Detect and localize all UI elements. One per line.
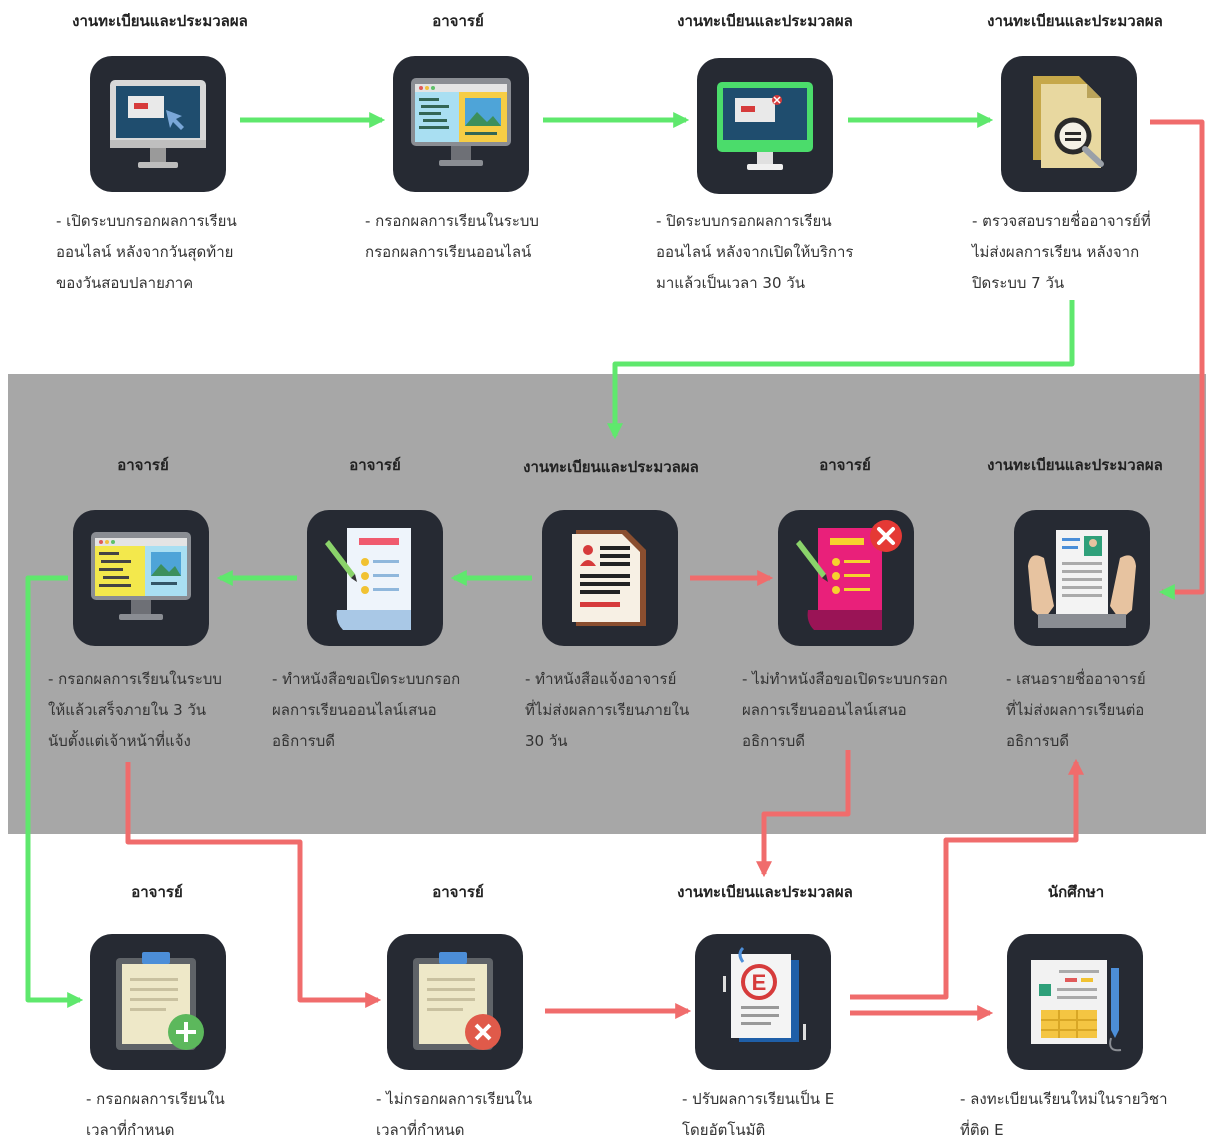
step12-description: - ปรับผลการเรียนเป็น E โดยอัตโนมัติ <box>682 1090 835 1139</box>
step1-description: - เปิดระบบกรอกผลการเรียน ออนไลน์ หลังจาก… <box>56 212 237 292</box>
grade-e-document-icon: E <box>723 946 806 1042</box>
step6-description: - ทำหนังสือขอเปิดระบบกรอก ผลการเรียนออนไ… <box>272 670 461 750</box>
step3-description: - ปิดระบบกรอกผลการเรียน ออนไลน์ หลังจากเ… <box>656 212 854 292</box>
svg-text:E: E <box>752 970 767 995</box>
step4-description: - ตรวจสอบรายชื่ออาจารย์ที่ ไม่ส่งผลการเร… <box>972 212 1151 292</box>
registration-form-icon <box>1031 960 1122 1052</box>
step5-role: อาจารย์ <box>117 456 169 474</box>
step8-description: - ไม่ทำหนังสือขอเปิดระบบกรอก ผลการเรียนอ… <box>742 670 948 750</box>
arrow-norequest-to-grade-e <box>755 750 851 878</box>
step5-description: - กรอกผลการเรียนในระบบ ให้แล้วเสร็จภายใน… <box>48 670 222 750</box>
arrow-fill-to-late <box>125 762 382 1009</box>
step3-tile <box>697 58 833 194</box>
step13-description: - ลงทะเบียนเรียนใหม่ในรายวิชา ที่ติด E <box>960 1090 1168 1139</box>
step7-role: งานทะเบียนและประมวลผล <box>523 458 699 476</box>
step13-tile <box>1007 934 1143 1070</box>
document-search-icon <box>1033 76 1104 168</box>
letter-pencil-icon <box>325 528 411 630</box>
step11-role: อาจารย์ <box>432 883 484 901</box>
resume-hands-icon <box>1028 530 1136 628</box>
notice-document-icon <box>572 530 646 626</box>
step10-role: อาจารย์ <box>131 883 183 901</box>
clipboard-cancel-icon <box>413 952 501 1050</box>
monitor-closed-icon <box>717 82 813 170</box>
arrow-grade-e-to-proposal <box>850 758 1085 1000</box>
monitor-cursor-icon <box>110 80 206 168</box>
step2-description: - กรอกผลการเรียนในระบบ กรอกผลการเรียนออน… <box>365 212 539 261</box>
step1-role: งานทะเบียนและประมวลผล <box>72 12 248 30</box>
step4-role: งานทะเบียนและประมวลผล <box>987 12 1163 30</box>
arrow-step4-to-notice <box>606 300 1075 440</box>
arrow-fill-to-ontime <box>25 575 84 1009</box>
step12-role: งานทะเบียนและประมวลผล <box>677 883 853 901</box>
step7-description: - ทำหนังสือแจ้งอาจารย์ ที่ไม่ส่งผลการเรี… <box>525 670 690 750</box>
step5-tile <box>73 510 209 646</box>
arrow-step4-to-proposal <box>1150 119 1205 601</box>
step3-role: งานทะเบียนและประมวลผล <box>677 12 853 30</box>
step12-tile: E <box>695 934 831 1070</box>
monitor-code-icon <box>411 78 511 166</box>
clipboard-add-icon <box>116 952 204 1050</box>
step4-tile <box>1001 56 1137 192</box>
step8-role: อาจารย์ <box>819 456 871 474</box>
step11-description: - ไม่กรอกผลการเรียนใน เวลาที่กำหนด <box>376 1090 533 1139</box>
step9-tile <box>1014 510 1150 646</box>
step2-tile <box>393 56 529 192</box>
step10-description: - กรอกผลการเรียนใน เวลาที่กำหนด <box>86 1090 225 1139</box>
monitor-code-icon <box>91 532 191 620</box>
letter-rejected-icon <box>796 520 902 630</box>
step6-role: อาจารย์ <box>349 456 401 474</box>
step9-role: งานทะเบียนและประมวลผล <box>987 456 1163 474</box>
step10-tile <box>90 934 226 1070</box>
step13-role: นักศึกษา <box>1047 883 1105 901</box>
step1-tile <box>90 56 226 192</box>
step11-tile <box>387 934 523 1070</box>
step6-tile <box>307 510 443 646</box>
step7-tile <box>542 510 678 646</box>
step2-role: อาจารย์ <box>432 12 484 30</box>
step9-description: - เสนอรายชื่ออาจารย์ ที่ไม่ส่งผลการเรียน… <box>1006 670 1146 750</box>
step8-tile <box>778 510 914 646</box>
